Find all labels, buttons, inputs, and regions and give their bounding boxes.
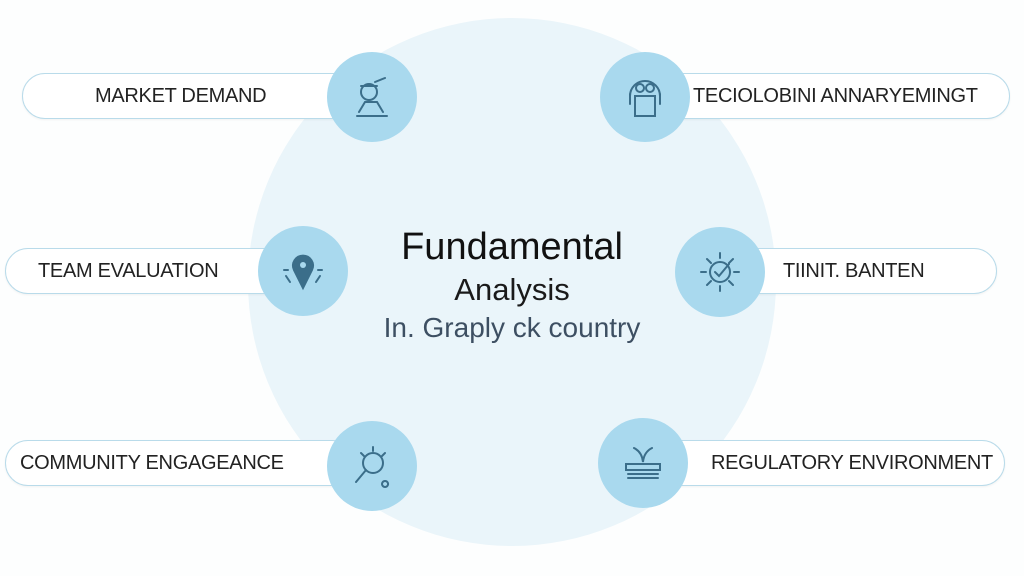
center-title: Fundamental bbox=[401, 226, 623, 268]
factor-market-demand: MARKET DEMAND bbox=[22, 73, 367, 119]
factor-technology: TECIOLOBINI ANNARYEMINGT bbox=[650, 73, 1010, 119]
gear-check-icon bbox=[675, 227, 765, 317]
document-stack-icon bbox=[598, 418, 688, 508]
center-subtitle: Analysis bbox=[454, 272, 570, 307]
location-pin-icon bbox=[258, 226, 348, 316]
center-caption: In. Graply ck country bbox=[383, 312, 641, 343]
factor-label: TECIOLOBINI ANNARYEMINGT bbox=[693, 84, 978, 107]
factor-team-evaluation: TEAM EVALUATION bbox=[5, 248, 310, 294]
factor-label: TIINIT. BANTEN bbox=[783, 259, 925, 282]
person-chart-icon bbox=[327, 52, 417, 142]
factor-tiinit-banten: TIINIT. BANTEN bbox=[720, 248, 997, 294]
headset-person-icon bbox=[600, 52, 690, 142]
factor-label: COMMUNITY ENGAGEANCE bbox=[20, 451, 284, 474]
factor-label: MARKET DEMAND bbox=[95, 84, 267, 107]
magnifier-icon bbox=[327, 421, 417, 511]
factor-regulatory-environment: REGULATORY ENVIRONMENT bbox=[640, 440, 1005, 486]
factor-label: TEAM EVALUATION bbox=[38, 259, 219, 282]
factor-label: REGULATORY ENVIRONMENT bbox=[711, 451, 993, 474]
factor-community-engagement: COMMUNITY ENGAGEANCE bbox=[5, 440, 355, 486]
